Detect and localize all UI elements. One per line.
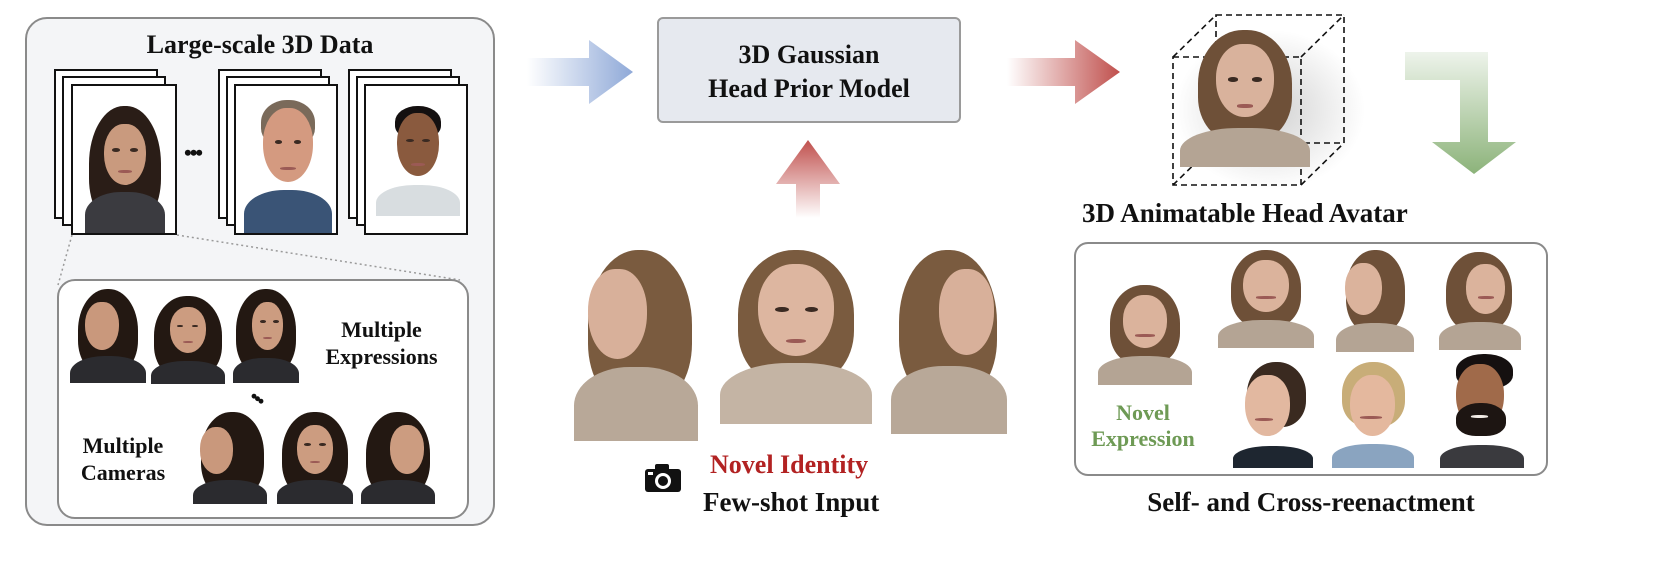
label-line: Expression (1091, 426, 1195, 451)
dataset-title: Large-scale 3D Data (146, 30, 374, 59)
label-line: Expressions (325, 344, 438, 369)
camera-view-photo (190, 410, 270, 504)
avatar-head-render (1180, 27, 1310, 167)
novel-expression-label: Novel Expression (1082, 400, 1204, 452)
cross-reenact-photo (1436, 352, 1528, 468)
few-shot-input-label: Few-shot Input (703, 487, 880, 517)
camera-view-photo (274, 410, 356, 504)
label-line: Multiple (341, 317, 422, 342)
data-frame-front (234, 84, 338, 235)
novel-identity-label: Novel Identity (710, 450, 869, 479)
input-view-front-photo (710, 246, 882, 424)
label-line: Novel (1116, 400, 1170, 425)
data-frame-front (364, 84, 468, 235)
input-view-left-photo (566, 246, 706, 441)
arrow-data-to-prior (527, 40, 633, 104)
subject-face-photo (370, 106, 466, 216)
cross-reenact-photo (1227, 360, 1319, 468)
self-reenact-photo (1435, 250, 1525, 350)
multiple-cameras-label: Multiple Cameras (68, 432, 178, 486)
arrow-avatar-to-reenact (1405, 52, 1516, 174)
expression-face-photo (70, 287, 146, 383)
self-reenact-photo (1333, 248, 1417, 352)
self-reenact-photo (1094, 283, 1196, 385)
more-subjects-ellipsis: ••• (184, 140, 203, 165)
camera-view-photo (358, 410, 438, 504)
prior-model-label: 3D Gaussian Head Prior Model (657, 38, 961, 106)
label-line: Multiple (82, 433, 164, 458)
expression-face-photo (148, 294, 228, 384)
input-view-right-photo (886, 246, 1018, 434)
prior-model-box (657, 17, 961, 123)
arrow-input-to-prior (776, 140, 840, 218)
data-frame-front (71, 84, 177, 235)
subject-face-photo (240, 100, 336, 233)
label-line: Cameras (80, 460, 166, 485)
avatar-label: 3D Animatable Head Avatar (1082, 198, 1408, 228)
self-reenact-photo (1214, 248, 1318, 348)
label-line: Head Prior Model (708, 74, 910, 103)
arrow-prior-to-avatar (1007, 40, 1120, 104)
label-line: 3D Gaussian (738, 40, 880, 69)
multiple-expressions-label: Multiple Expressions (314, 316, 449, 370)
expression-face-photo (230, 287, 302, 383)
cross-reenact-photo (1328, 360, 1418, 468)
reenactment-caption: Self- and Cross-reenactment (1147, 487, 1475, 517)
subject-face-photo (75, 106, 175, 233)
camera-icon (645, 464, 681, 492)
